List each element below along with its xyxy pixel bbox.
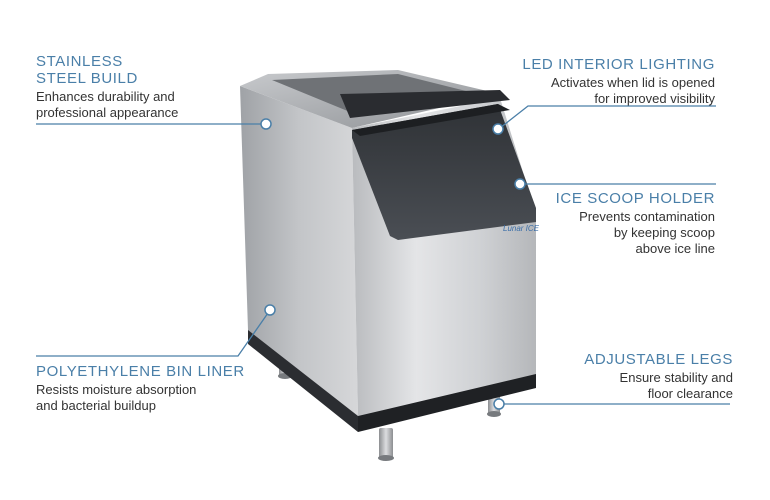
callout-title: STAINLESS STEEL BUILD xyxy=(36,53,138,87)
bin-base xyxy=(248,326,358,432)
callout-led-lighting: LED INTERIOR LIGHTING Activates when lid… xyxy=(475,56,715,107)
callout-bin-liner: POLYETHYLENE BIN LINER Resists moisture … xyxy=(36,363,286,414)
callout-description: Ensure stability and floor clearance xyxy=(619,370,733,401)
callout-description: Prevents contamination by keeping scoop … xyxy=(579,209,715,256)
callout-title: ADJUSTABLE LEGS xyxy=(584,351,733,368)
callout-description: Enhances durability and professional app… xyxy=(36,89,179,120)
callout-description: Activates when lid is opened for improve… xyxy=(550,75,715,106)
bin-door-panel xyxy=(352,104,536,240)
callout-ice-scoop-holder: ICE SCOOP HOLDER Prevents contamination … xyxy=(495,190,715,257)
callout-title: ICE SCOOP HOLDER xyxy=(555,190,715,207)
callout-title: POLYETHYLENE BIN LINER xyxy=(36,363,245,380)
callout-description: Resists moisture absorption and bacteria… xyxy=(36,382,197,413)
callout-title: LED INTERIOR LIGHTING xyxy=(522,56,715,73)
callout-stainless-steel: STAINLESS STEEL BUILD Enhances durabilit… xyxy=(36,53,256,121)
bin-side-panel xyxy=(240,86,358,416)
brand-logo: Lunar ICE xyxy=(503,224,540,233)
callout-adjustable-legs: ADJUSTABLE LEGS Ensure stability and flo… xyxy=(513,351,733,402)
